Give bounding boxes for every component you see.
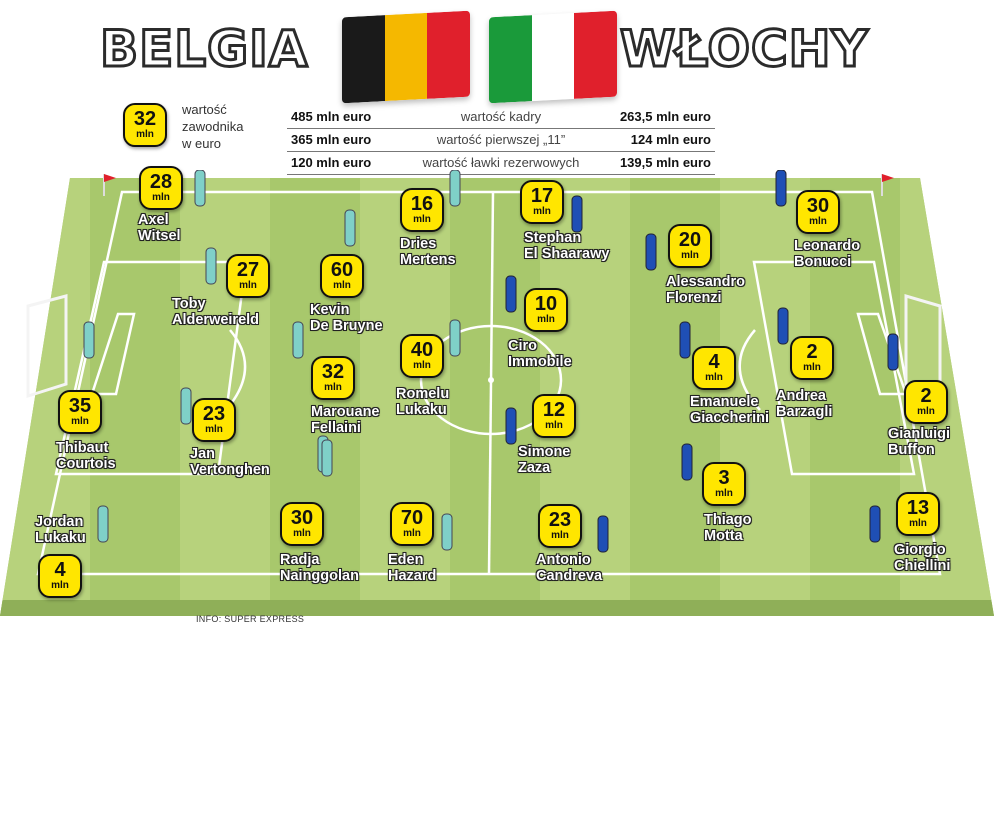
credit-line: INFO: SUPER EXPRESS: [196, 614, 305, 624]
team-title-belgium: BELGIA: [98, 20, 309, 78]
legend-text: wartość zawodnika w euro: [182, 102, 244, 151]
italy-flag-icon: [489, 10, 617, 104]
belgium-flag-icon: [342, 10, 470, 104]
team-title-italy: WŁOCHY: [619, 20, 870, 78]
